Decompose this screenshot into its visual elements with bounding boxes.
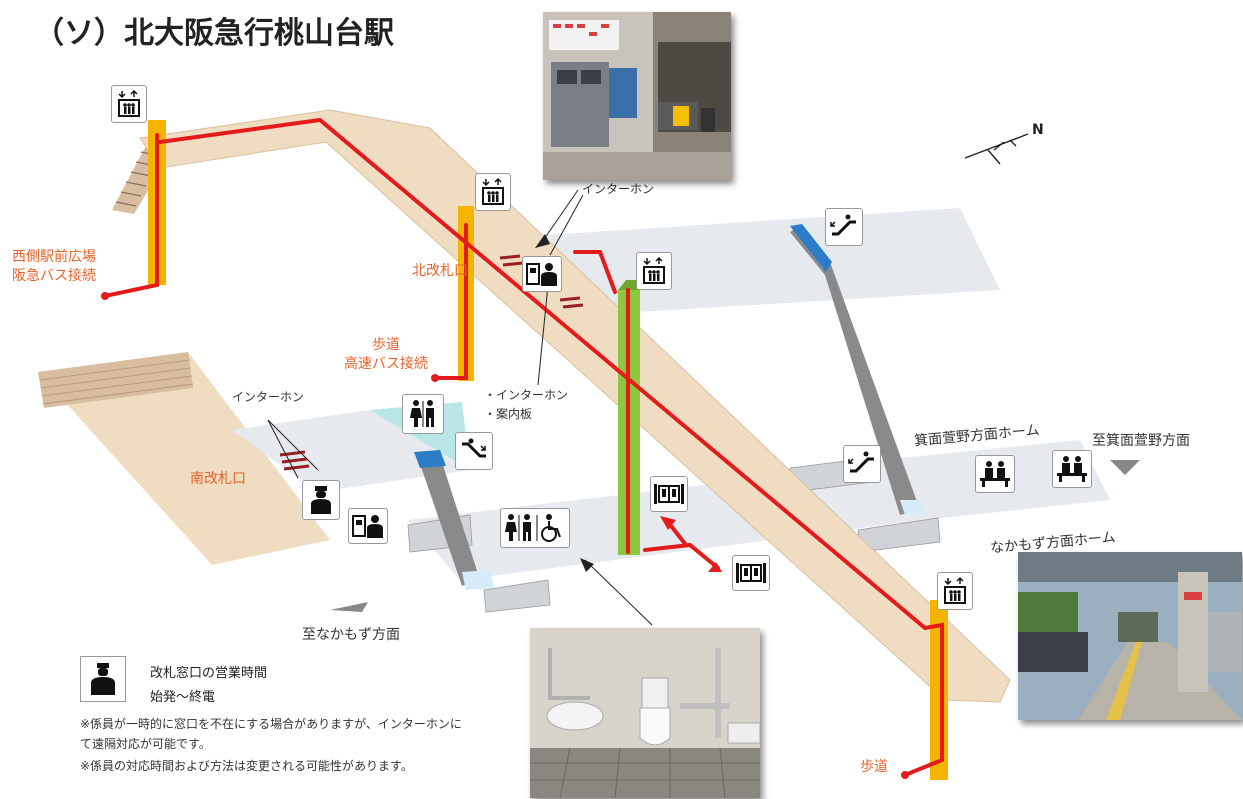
route-lines	[103, 117, 944, 777]
south-restroom-area	[370, 402, 470, 470]
ticket-machine-staff-icon	[522, 256, 562, 292]
label-to-minoh: 至箕面萱野方面	[1092, 433, 1190, 449]
escalator-icon	[455, 432, 493, 470]
staff-legend-icon	[80, 656, 126, 702]
main-walkway	[139, 109, 1011, 703]
label-sidewalk-1: 歩道	[372, 337, 400, 353]
restroom-photo	[530, 628, 760, 798]
restroom-icon	[402, 394, 444, 434]
label-west-bus: 阪急バス接続	[12, 268, 96, 284]
ticket-machine-staff-icon	[348, 508, 388, 544]
label-south-gate: 南改札口	[190, 471, 246, 487]
label-north-gate: 北改札口	[412, 263, 468, 279]
station-staff-icon	[302, 480, 340, 520]
elevator-icon	[475, 173, 511, 211]
north-concourse	[470, 208, 1000, 318]
elevator-icon	[111, 85, 147, 123]
legend-note-1: ※係員が一時的に窓口を不在にする場合がありますが、インターホンにて遠隔対応が可能…	[80, 717, 462, 751]
label-to-nakamozu: 至なかもず方面	[302, 627, 400, 643]
label-intercom-top: インターホン	[582, 182, 655, 196]
label-info-board: ・案内板	[484, 407, 533, 421]
ticket-gate-photo	[543, 12, 731, 180]
bench-icon	[975, 455, 1015, 493]
escalator-icon	[843, 445, 881, 483]
label-west-exit: 西側駅前広場	[12, 249, 96, 265]
legend-note-2: ※係員の対応時間および方法は変更される可能性があります。	[80, 759, 413, 773]
bench-icon	[1052, 450, 1092, 488]
ticket-gates	[279, 254, 584, 471]
compass-label: N	[1032, 122, 1044, 138]
platform-photo	[1018, 552, 1242, 720]
label-sidewalk-2: 歩道	[860, 759, 888, 775]
label-highway-bus: 高速バス接続	[344, 356, 428, 372]
compass-icon	[964, 133, 1029, 165]
elevator-icon	[636, 252, 672, 290]
platform-door-icon	[732, 555, 770, 591]
south-concourse	[232, 410, 470, 492]
label-intercom-center: ・インターホン	[484, 388, 569, 402]
accessible-restroom-icon	[500, 508, 570, 548]
legend-hours: 始発～終電	[150, 690, 216, 705]
escalator-icon	[825, 208, 863, 246]
escalator-south	[418, 456, 480, 586]
platform-door-icon	[650, 476, 688, 512]
south-walkway	[38, 352, 330, 565]
page-title: （ソ）北大阪急行桃山台駅	[34, 16, 394, 51]
south-stairs	[38, 352, 193, 408]
elevator-icon	[937, 572, 973, 610]
escalator-north	[790, 226, 920, 515]
label-intercom-left: インターホン	[232, 390, 305, 404]
legend-heading: 改札窓口の営業時間	[150, 666, 268, 681]
